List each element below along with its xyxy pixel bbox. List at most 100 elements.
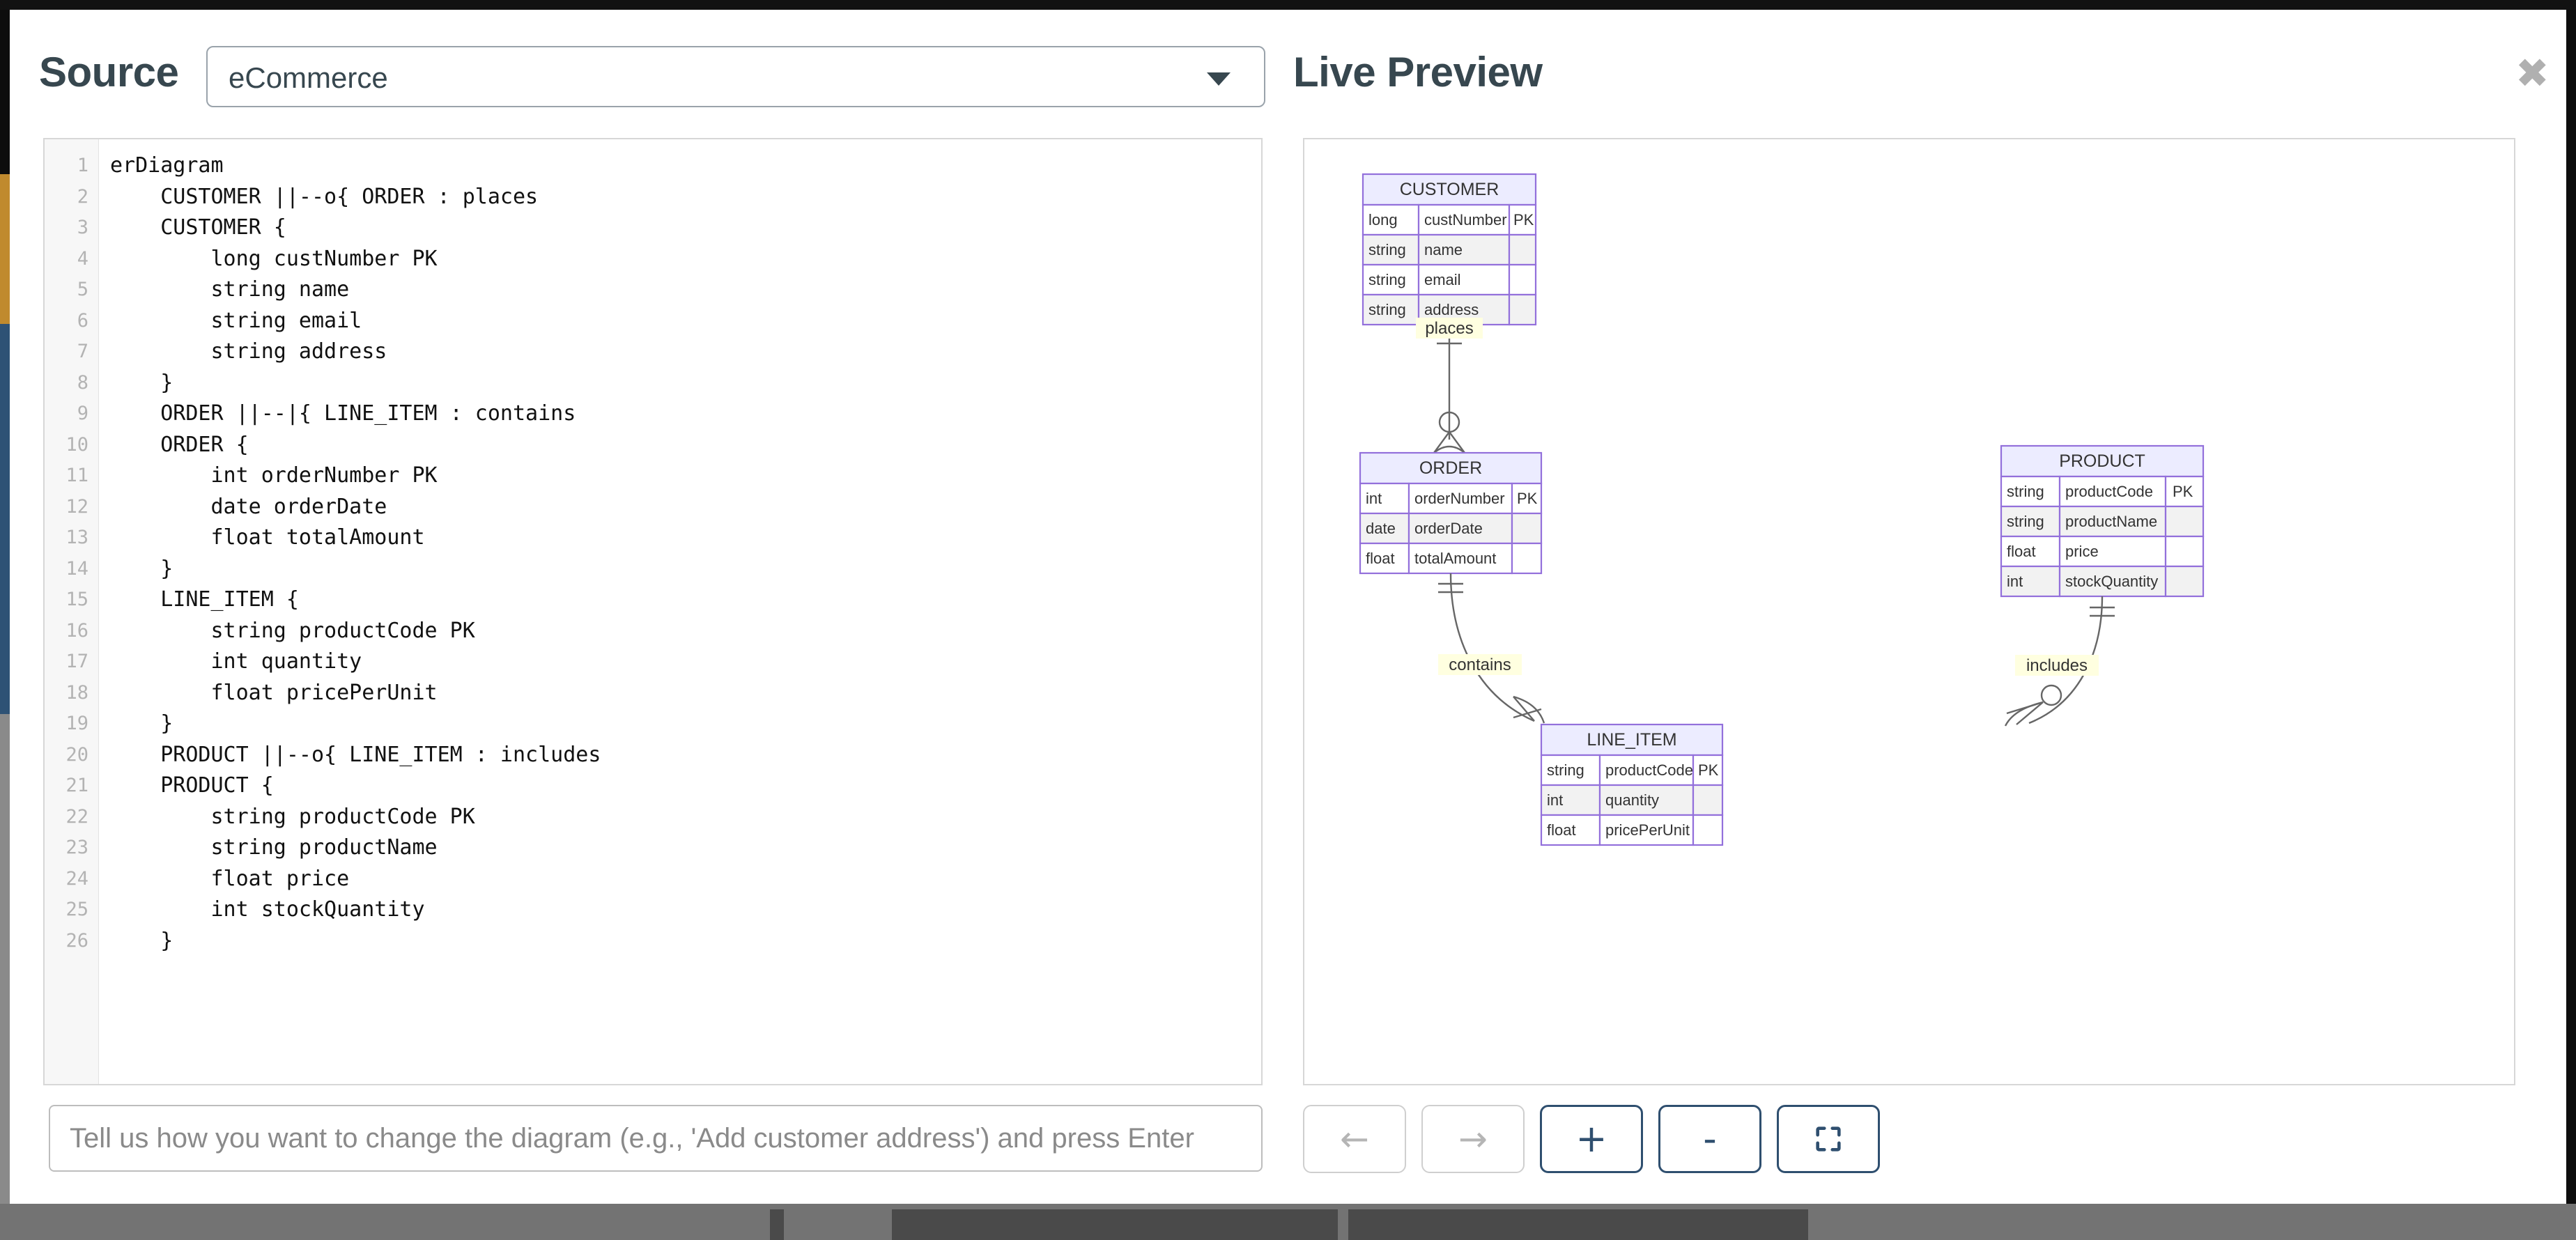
- cell-type: date: [1366, 520, 1396, 537]
- line-number: 2: [77, 185, 88, 208]
- cell-name: stockQuantity: [2065, 573, 2158, 590]
- line-number: 24: [65, 867, 88, 890]
- cell-key: PK: [1698, 761, 1719, 779]
- line-number: 10: [65, 433, 88, 456]
- line-number: 18: [65, 681, 88, 704]
- line-number: 12: [65, 495, 88, 518]
- cell-type: int: [1366, 490, 1382, 507]
- code-line: ORDER {: [110, 432, 249, 457]
- cell-type: int: [2007, 573, 2023, 590]
- source-select-value: eCommerce: [229, 61, 388, 94]
- zoom-out-button[interactable]: -: [1658, 1105, 1761, 1173]
- cell-type: string: [1368, 241, 1406, 258]
- cell-name: orderNumber: [1414, 490, 1505, 507]
- code-line: }: [110, 556, 173, 581]
- code-line: CUSTOMER {: [110, 215, 286, 240]
- cell-key: PK: [1517, 490, 1538, 507]
- cell-name: productCode: [1605, 761, 1693, 779]
- minus-icon: -: [1703, 1117, 1717, 1161]
- code-line: float pricePerUnit: [110, 680, 438, 705]
- live-preview-panel[interactable]: .ent-rect { fill:#ECECFF; stroke:#9370DB…: [1303, 138, 2515, 1085]
- backdrop-bottom-strip: [0, 1204, 2576, 1240]
- entity-customer[interactable]: CUSTOMER long custNumber PK string name …: [1362, 173, 1537, 326]
- line-number: 15: [65, 589, 88, 610]
- line-number: 11: [65, 465, 88, 486]
- code-line: int stockQuantity: [110, 897, 425, 922]
- line-number: 21: [65, 775, 88, 796]
- entity-line-item-title: LINE_ITEM: [1587, 730, 1676, 750]
- redo-button[interactable]: →: [1421, 1105, 1525, 1173]
- modal-header: Source eCommerce Live Preview ✖: [10, 10, 2566, 135]
- change-request-input[interactable]: [49, 1105, 1263, 1172]
- fit-screen-button[interactable]: [1777, 1105, 1880, 1173]
- line-number: 20: [65, 743, 88, 766]
- line-number: 4: [77, 247, 88, 270]
- preview-toolbar: ← → + -: [1303, 1105, 1880, 1173]
- backdrop-top-strip: [0, 0, 2576, 10]
- live-preview-label: Live Preview: [1293, 49, 1543, 95]
- cell-key: PK: [2173, 483, 2193, 500]
- code-line: }: [110, 928, 173, 953]
- relationship-includes: includes: [2004, 596, 2115, 727]
- relationship-places: places: [1416, 318, 1483, 454]
- code-line: string productCode PK: [110, 804, 475, 829]
- cell-key: PK: [1513, 211, 1534, 228]
- cell-name: address: [1424, 301, 1479, 318]
- cell-name: orderDate: [1414, 520, 1483, 537]
- cell-name: name: [1424, 241, 1463, 258]
- close-icon[interactable]: ✖: [2515, 49, 2550, 97]
- cell-type: string: [1547, 761, 1584, 779]
- backdrop-accent-gold: [0, 174, 10, 324]
- zoom-in-button[interactable]: +: [1540, 1105, 1643, 1173]
- cell-type: float: [2007, 543, 2036, 560]
- entity-order[interactable]: ORDER int orderNumber PK date orderDate …: [1359, 451, 1543, 575]
- cell-type: string: [1368, 271, 1406, 288]
- plus-icon: +: [1575, 1117, 1607, 1161]
- fit-screen-icon: [1816, 1126, 1841, 1152]
- source-select[interactable]: eCommerce: [206, 46, 1265, 107]
- cell-name: productName: [2065, 513, 2157, 530]
- code-line: int orderNumber PK: [110, 463, 438, 488]
- code-content[interactable]: erDiagram CUSTOMER ||--o{ ORDER : places…: [99, 139, 1261, 1084]
- code-line: date orderDate: [110, 494, 387, 519]
- er-diagram-svg: .ent-rect { fill:#ECECFF; stroke:#9370DB…: [1359, 173, 2205, 846]
- cell-name: productCode: [2065, 483, 2153, 500]
- line-number: 16: [65, 619, 88, 642]
- cell-type: long: [1368, 211, 1398, 228]
- arrow-left-icon: ←: [1340, 1119, 1369, 1159]
- line-number: 19: [65, 713, 88, 734]
- entity-product[interactable]: PRODUCT string productCode PK string pro…: [2000, 444, 2205, 598]
- cell-type: int: [1547, 791, 1563, 809]
- line-number: 17: [65, 651, 88, 672]
- relationship-label: places: [1425, 319, 1473, 338]
- chevron-down-icon: [1207, 72, 1231, 86]
- code-line: string productCode PK: [110, 618, 475, 643]
- code-line: erDiagram: [110, 153, 224, 178]
- code-line: int quantity: [110, 649, 362, 674]
- line-number: 9: [77, 403, 88, 424]
- cell-name: totalAmount: [1414, 550, 1496, 567]
- line-number: 3: [77, 217, 88, 238]
- line-number: 7: [77, 341, 88, 362]
- code-line: }: [110, 370, 173, 395]
- code-line: long custNumber PK: [110, 246, 438, 271]
- line-number: 6: [77, 309, 88, 332]
- code-line: string name: [110, 277, 350, 302]
- undo-button[interactable]: ←: [1303, 1105, 1406, 1173]
- cell-name: quantity: [1605, 791, 1659, 809]
- entity-line-item[interactable]: LINE_ITEM string productCode PK int quan…: [1540, 723, 1724, 846]
- code-line: float price: [110, 866, 350, 891]
- line-number: 26: [65, 929, 88, 952]
- code-line: ORDER ||--|{ LINE_ITEM : contains: [110, 401, 576, 426]
- code-line: PRODUCT {: [110, 773, 274, 798]
- backdrop-accent-blue: [0, 324, 10, 714]
- cell-type: string: [2007, 513, 2044, 530]
- backdrop-accent-gray: [0, 714, 10, 1240]
- code-line: }: [110, 711, 173, 736]
- cell-type: float: [1366, 550, 1395, 567]
- entity-product-title: PRODUCT: [2059, 451, 2145, 471]
- source-label: Source: [39, 49, 179, 95]
- code-line: string email: [110, 308, 362, 333]
- line-number: 13: [65, 527, 88, 548]
